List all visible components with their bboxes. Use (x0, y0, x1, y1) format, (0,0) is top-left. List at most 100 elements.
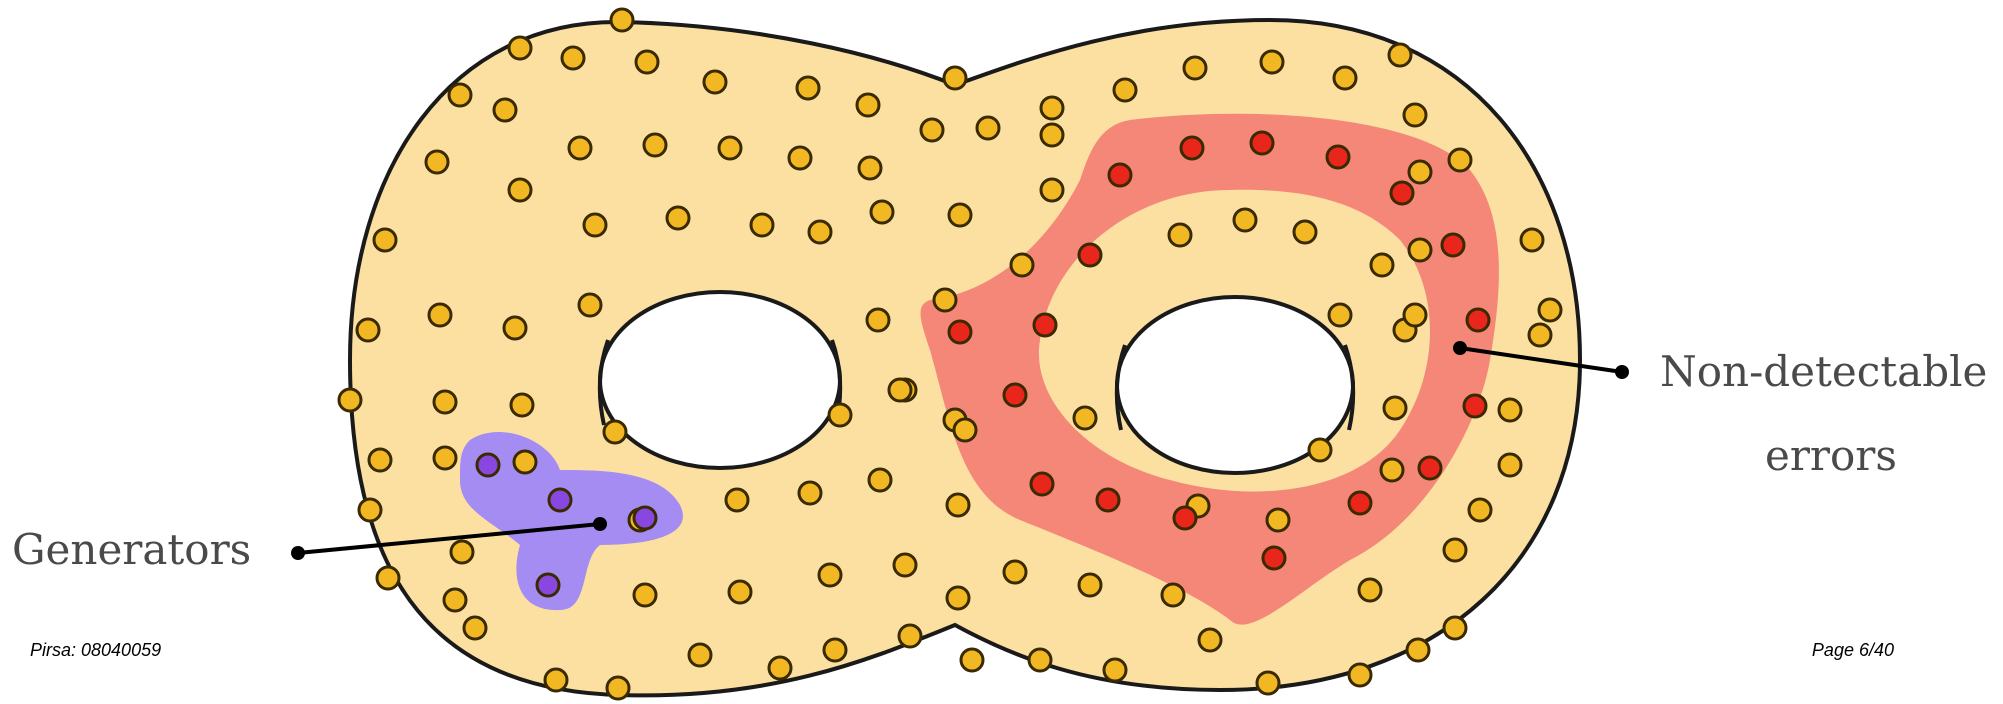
qubit (607, 677, 629, 699)
qubit (1469, 499, 1491, 521)
qubit (1004, 561, 1026, 583)
qubit (604, 421, 626, 443)
error-qubit (1442, 234, 1464, 256)
qubit (1449, 149, 1471, 171)
qubit (719, 137, 741, 159)
qubit (1409, 239, 1431, 261)
qubit (954, 419, 976, 441)
qubit (1499, 454, 1521, 476)
error-qubit (1419, 457, 1441, 479)
qubit (1294, 221, 1316, 243)
error-qubit (1097, 489, 1119, 511)
qubit (1444, 539, 1466, 561)
error-qubit (1034, 314, 1056, 336)
qubit (947, 587, 969, 609)
qubit (799, 482, 821, 504)
qubit (1539, 299, 1561, 321)
qubit (809, 221, 831, 243)
qubit (1404, 104, 1426, 126)
qubit (444, 589, 466, 611)
qubit (1529, 324, 1551, 346)
error-qubit (1464, 395, 1486, 417)
qubit (729, 581, 751, 603)
qubit (1184, 57, 1206, 79)
qubit (1384, 397, 1406, 419)
qubit (1041, 97, 1063, 119)
qubit (1257, 672, 1279, 694)
error-qubit (1251, 132, 1273, 154)
qubit (1389, 44, 1411, 66)
qubit (1079, 574, 1101, 596)
qubit (509, 37, 531, 59)
error-qubit (1174, 507, 1196, 529)
generator-qubit (477, 454, 499, 476)
qubit (1169, 224, 1191, 246)
left-hole (600, 292, 840, 468)
qubit (449, 84, 471, 106)
error-qubit (1004, 384, 1026, 406)
qubit (889, 379, 911, 401)
qubit (1309, 439, 1331, 461)
source-footer: Pirsa: 08040059 (30, 640, 161, 661)
error-qubit (1327, 146, 1349, 168)
qubit (859, 157, 881, 179)
qubit (871, 201, 893, 223)
qubit (751, 214, 773, 236)
qubit (1011, 254, 1033, 276)
qubit (949, 204, 971, 226)
qubit (1104, 659, 1126, 681)
error-qubit (1391, 182, 1413, 204)
qubit (769, 657, 791, 679)
qubit (644, 134, 666, 156)
qubit (704, 71, 726, 93)
qubit (357, 319, 379, 341)
qubit (1444, 617, 1466, 639)
qubit (899, 625, 921, 647)
qubit (1359, 579, 1381, 601)
error-qubit (1079, 244, 1101, 266)
qubit (1381, 459, 1403, 481)
qubit (464, 617, 486, 639)
qubit (797, 77, 819, 99)
qubit (921, 119, 943, 141)
qubit (426, 151, 448, 173)
error-qubit (1109, 164, 1131, 186)
qubit (636, 51, 658, 73)
qubit (1334, 67, 1356, 89)
qubit (894, 554, 916, 576)
qubit (667, 207, 689, 229)
qubit (1349, 664, 1371, 686)
qubit (824, 639, 846, 661)
qubit (857, 94, 879, 116)
generators-pointer-dot (291, 546, 305, 560)
qubit (1029, 649, 1051, 671)
qubit (1114, 79, 1136, 101)
qubit (1041, 179, 1063, 201)
qubit (634, 584, 656, 606)
qubit (359, 499, 381, 521)
page-number: Page 6/40 (1812, 640, 1894, 661)
qubit (1234, 209, 1256, 231)
qubit (569, 137, 591, 159)
qubit (377, 567, 399, 589)
generators-label: Generators (12, 525, 251, 574)
qubit (867, 309, 889, 331)
qubit (562, 47, 584, 69)
qubit (504, 317, 526, 339)
qubit (1329, 304, 1351, 326)
qubit (934, 289, 956, 311)
qubit (1371, 254, 1393, 276)
error-qubit (1467, 309, 1489, 331)
qubit (434, 391, 456, 413)
qubit (944, 67, 966, 89)
qubit (434, 447, 456, 469)
qubit (1407, 639, 1429, 661)
qubit (1162, 584, 1184, 606)
errors-pointer-dot (1615, 365, 1629, 379)
generator-qubit (537, 574, 559, 596)
qubit (829, 404, 851, 426)
qubit (789, 147, 811, 169)
generator-qubit (549, 489, 571, 511)
